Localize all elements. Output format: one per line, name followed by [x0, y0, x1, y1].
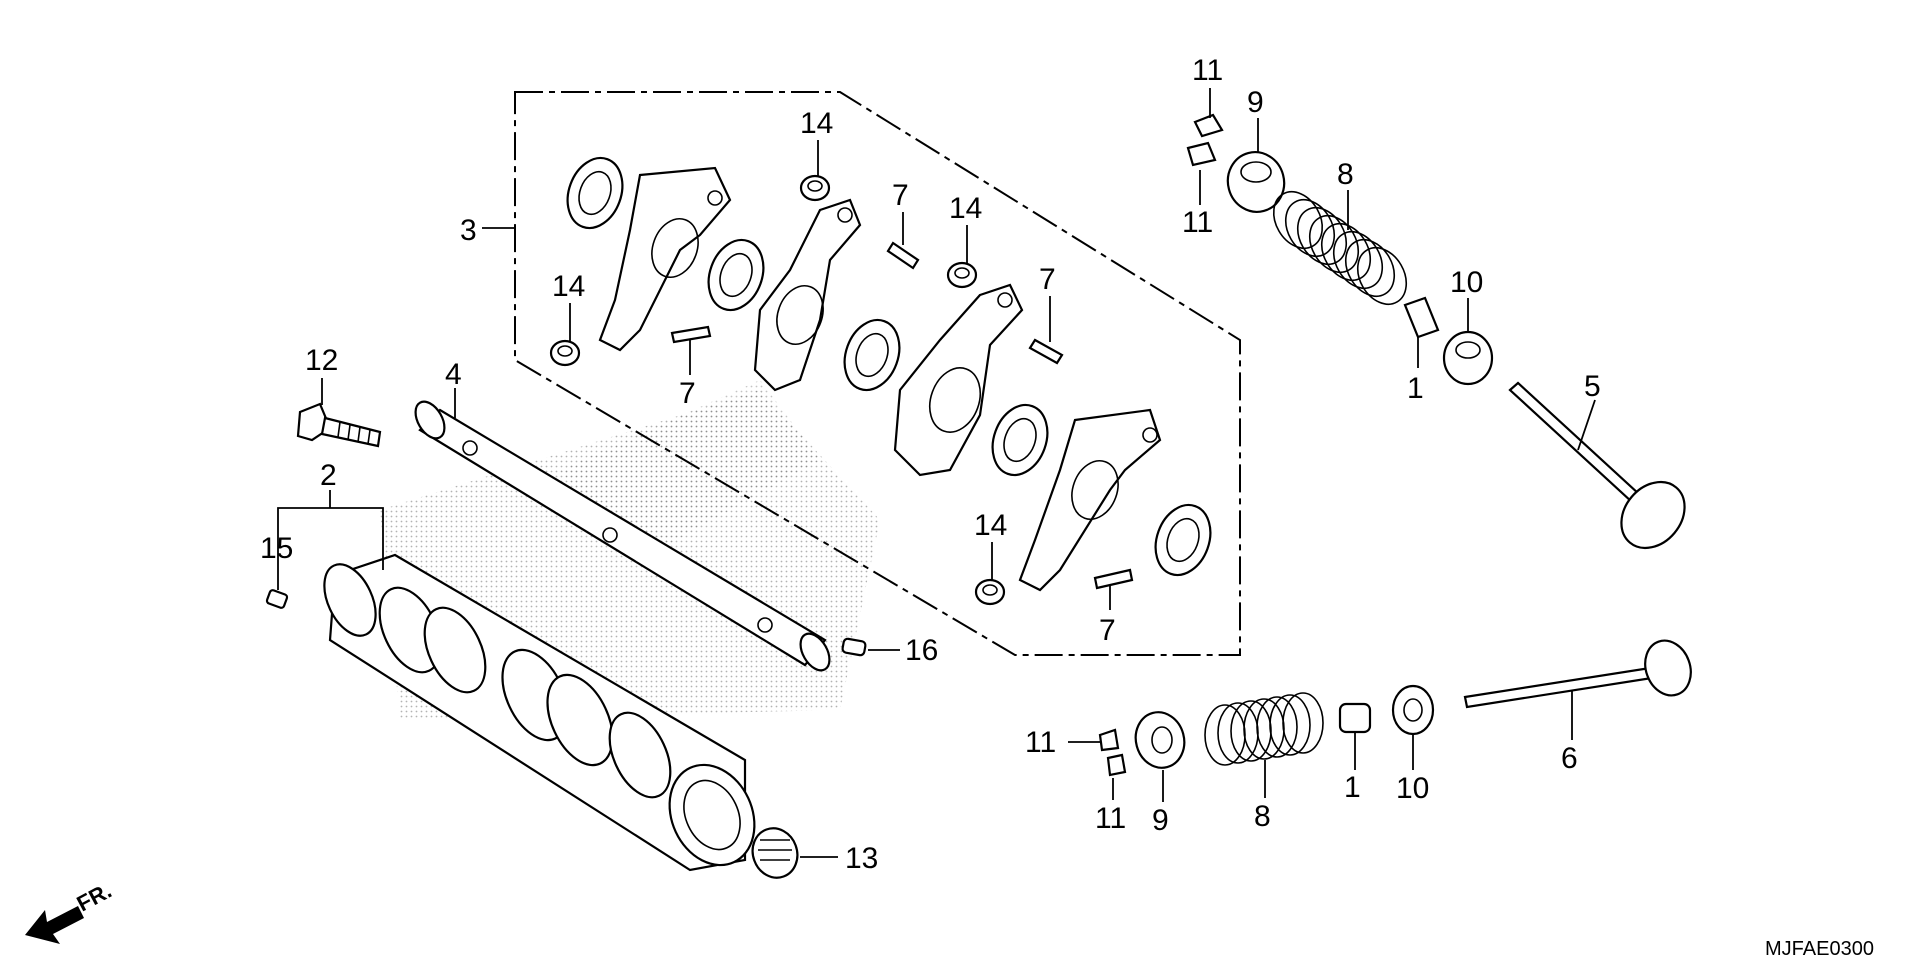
rocker-arm-shaft — [414, 400, 831, 672]
callout-5: 5 — [1584, 370, 1601, 403]
rocker-arms — [566, 156, 1212, 592]
front-direction-arrow-icon — [25, 906, 84, 944]
adjusting-screws — [670, 241, 1134, 590]
rocker-arm-assembly-boundary — [514, 91, 1241, 656]
callout-14: 14 — [552, 270, 585, 303]
callout-3: 3 — [460, 214, 477, 247]
callout-4: 4 — [445, 358, 462, 391]
lock-nuts — [549, 174, 1006, 606]
callout-14: 14 — [949, 192, 982, 225]
callout-13: 13 — [845, 842, 878, 875]
lower-valve-train — [1098, 639, 1692, 777]
callout-7: 7 — [1039, 263, 1056, 296]
camshaft — [323, 553, 756, 872]
flange-bolt — [296, 402, 382, 448]
callout-14: 14 — [800, 107, 833, 140]
callout-11: 11 — [1182, 206, 1213, 239]
callout-11: 11 — [1192, 54, 1223, 87]
callout-7: 7 — [1099, 614, 1116, 647]
callout-10: 10 — [1396, 772, 1429, 805]
callout-10: 10 — [1450, 266, 1483, 299]
callout-11: 11 — [1095, 802, 1126, 835]
callout-2: 2 — [320, 459, 337, 492]
callout-6: 6 — [1561, 742, 1578, 775]
callout-16: 16 — [905, 634, 938, 667]
leader-2 — [277, 507, 384, 570]
leader-5 — [1577, 399, 1596, 451]
callout-9: 9 — [1247, 86, 1264, 119]
callout-11: 11 — [1025, 726, 1056, 759]
upper-valve-train — [1186, 113, 1686, 550]
callout-1: 1 — [1407, 372, 1424, 405]
shaft-plug — [841, 637, 867, 657]
dowel-pin — [265, 589, 289, 609]
callout-8: 8 — [1337, 158, 1354, 191]
diagram-code: MJFAE0300 — [1765, 938, 1874, 960]
callout-9: 9 — [1152, 804, 1169, 837]
callout-1: 1 — [1344, 771, 1361, 804]
callout-7: 7 — [892, 179, 909, 212]
callout-15: 15 — [260, 532, 293, 565]
callout-7: 7 — [679, 377, 696, 410]
oil-plug — [751, 827, 799, 879]
callout-14: 14 — [974, 509, 1007, 542]
callout-8: 8 — [1254, 800, 1271, 833]
callout-12: 12 — [305, 344, 338, 377]
